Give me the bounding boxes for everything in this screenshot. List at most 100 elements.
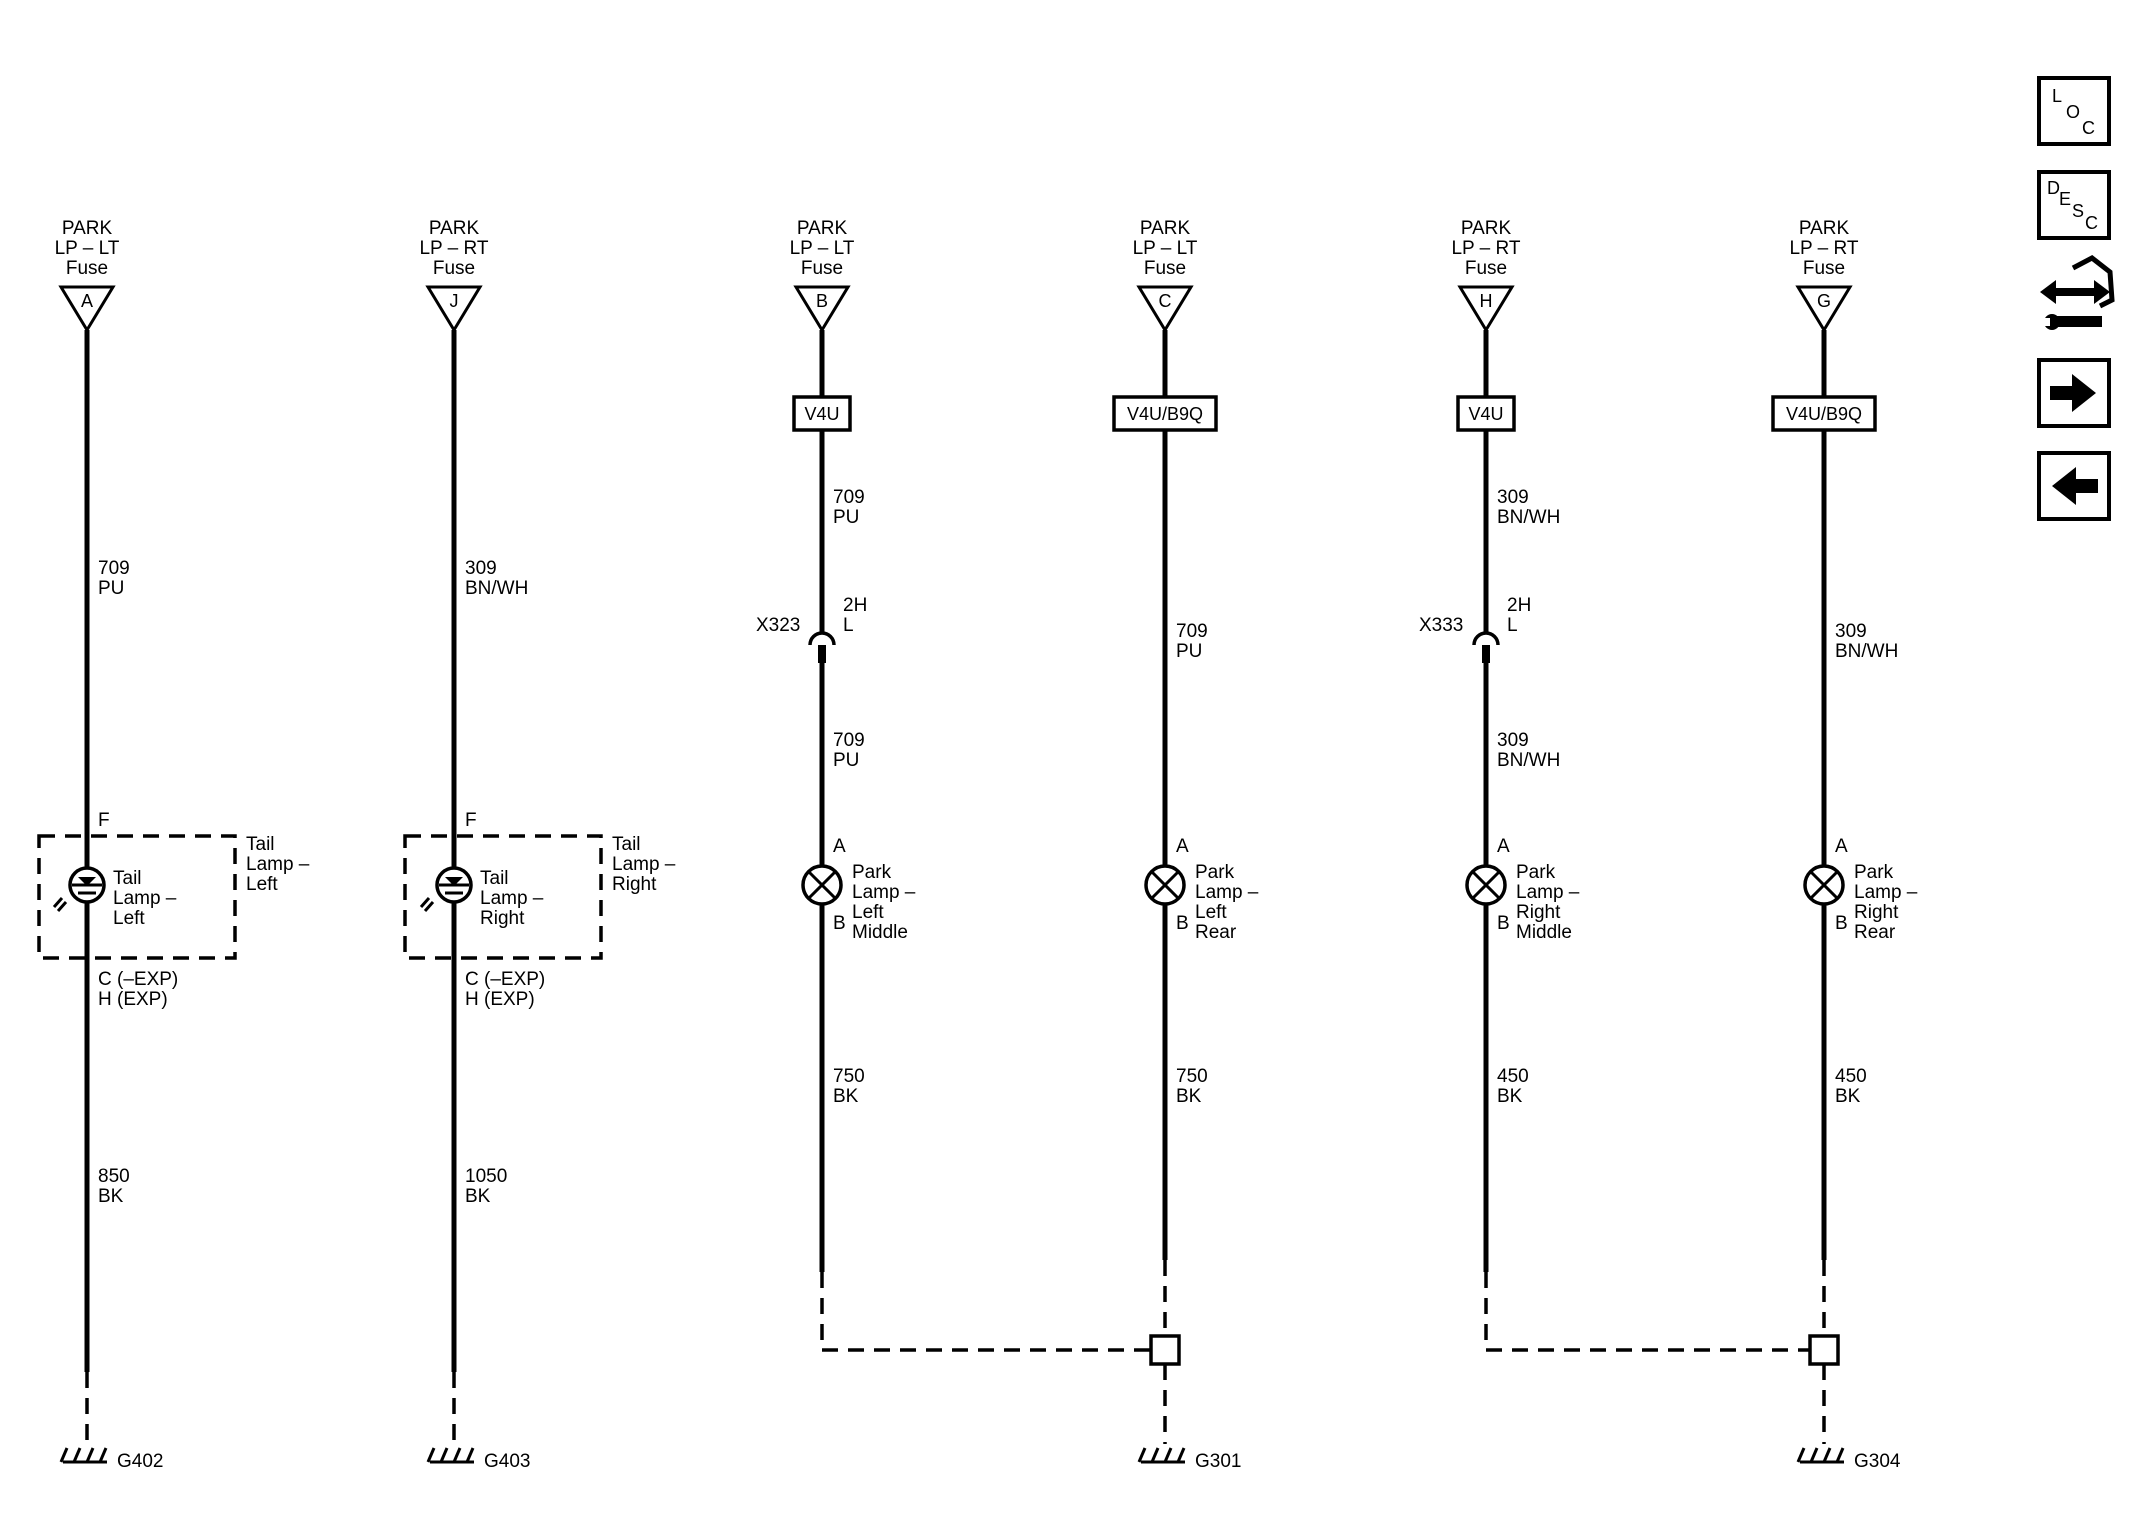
ground-icon: [426, 1447, 475, 1464]
component-name-label: Lamp –: [1516, 882, 1580, 903]
fuse-lp-label: LP – LT: [1133, 238, 1198, 259]
wire-color-label: BN/WH: [465, 578, 528, 599]
wire-color-label: BK: [1497, 1086, 1523, 1107]
fuse-lp-label: LP – LT: [55, 238, 120, 259]
pin-label: A: [1835, 836, 1848, 857]
fuse-header-col1: PARK LP – LT Fuse A: [55, 218, 120, 333]
fuse-cavity-letter: A: [81, 291, 93, 311]
component-name-label: Middle: [852, 922, 908, 943]
option-code-box: [1771, 395, 1877, 432]
ground-icon: [1796, 1447, 1845, 1464]
component-name-label: Rear: [1854, 922, 1896, 943]
wire-gauge-label: 850: [98, 1166, 130, 1187]
fuse-terminal-triangle: [1457, 285, 1515, 333]
fuse-word-label: Fuse: [1803, 258, 1845, 279]
fuse-park-label: PARK: [797, 218, 848, 239]
wire-color-label: PU: [98, 578, 124, 599]
wire-color-label: BN/WH: [1835, 641, 1898, 662]
connector-pin-label: 2H: [843, 595, 867, 616]
ground-label: G301: [1195, 1451, 1241, 1472]
wire-gauge-label: 450: [1497, 1066, 1529, 1087]
fuse-cavity-letter: J: [450, 291, 459, 311]
fuse-word-label: Fuse: [801, 258, 843, 279]
harness-tool-icon[interactable]: [2040, 255, 2115, 330]
lamp-bulb-icon: [1465, 864, 1507, 906]
fuse-terminal-triangle: [1136, 285, 1194, 333]
fuse-lp-label: LP – RT: [1789, 238, 1858, 259]
component-name-label: Lamp –: [246, 854, 310, 875]
tail-lamp-left-circuit: 709 PU F Tail Lamp – Left Tail Lamp – Le…: [37, 330, 310, 1472]
component-inner-label: Lamp –: [480, 888, 544, 909]
fuse-header-col3: PARK LP – LT Fuse B: [790, 218, 855, 333]
pin-label: H (EXP): [98, 989, 168, 1010]
component-name-label: Right: [1516, 902, 1561, 923]
park-lamp-right-rear-circuit: V4U/B9Q 309 BN/WH A B Park Lamp – Right …: [1771, 330, 1918, 1472]
wire-gauge-label: 709: [833, 730, 865, 751]
fuse-cavity-letter: C: [1159, 291, 1172, 311]
pin-label: B: [1497, 913, 1510, 934]
component-name-label: Left: [1195, 902, 1227, 923]
inline-connector-icon: [1472, 631, 1500, 663]
component-dashed-box: [403, 834, 603, 960]
fuse-cavity-letter: G: [1817, 291, 1831, 311]
wire-color-label: PU: [833, 507, 859, 528]
fuse-word-label: Fuse: [433, 258, 475, 279]
desc-button[interactable]: D E S C: [2037, 170, 2111, 240]
park-lamp-left-middle-circuit: V4U 709 PU X323 2H L 709 PU A B Park Lam…: [756, 330, 1150, 1352]
lamp-bulb-icon: [801, 864, 843, 906]
component-inner-label: Lamp –: [113, 888, 177, 909]
fuse-header-col5: PARK LP – RT Fuse H: [1451, 218, 1521, 333]
component-name-label: Park: [852, 862, 892, 883]
component-name-label: Rear: [1195, 922, 1237, 943]
pin-label: C (–EXP): [98, 969, 178, 990]
ground-icon: [59, 1447, 108, 1464]
wire-gauge-label: 309: [465, 558, 497, 579]
ground-label: G304: [1854, 1451, 1901, 1472]
lamp-bulb-icon: [1144, 864, 1186, 906]
component-inner-label: Right: [480, 908, 525, 929]
component-inner-label: Tail: [113, 868, 142, 889]
park-lamp-right-middle-circuit: V4U 309 BN/WH X333 2H L 309 BN/WH A B Pa…: [1419, 330, 1810, 1352]
component-name-label: Right: [1854, 902, 1899, 923]
pin-label: F: [465, 810, 477, 831]
arrow-right-icon[interactable]: [2037, 358, 2111, 428]
fuse-lp-label: LP – LT: [790, 238, 855, 259]
component-dashed-box: [37, 834, 237, 960]
wire-color-label: BN/WH: [1497, 750, 1560, 771]
wire-color-label: BK: [1835, 1086, 1861, 1107]
loc-letter: C: [2082, 118, 2095, 138]
loc-button[interactable]: L O C: [2037, 76, 2111, 146]
wire-gauge-label: 709: [1176, 621, 1208, 642]
fuse-terminal-triangle: [793, 285, 851, 333]
option-code-label: V4U/B9Q: [1786, 404, 1862, 424]
wire-gauge-label: 450: [1835, 1066, 1867, 1087]
option-code-box: [792, 395, 852, 432]
wire-color-label: PU: [1176, 641, 1202, 662]
wire-gauge-label: 750: [833, 1066, 865, 1087]
splice-dashed-wire: [1484, 1272, 1810, 1352]
fuse-terminal-triangle: [58, 285, 116, 333]
fuse-header-col2: PARK LP – RT Fuse J: [419, 218, 489, 333]
park-lamp-left-rear-circuit: V4U/B9Q 709 PU A B Park Lamp – Left Rear…: [1112, 330, 1259, 1472]
wire-color-label: PU: [833, 750, 859, 771]
desc-letter: S: [2072, 201, 2084, 221]
pin-label: A: [1497, 836, 1510, 857]
wire-gauge-label: 309: [1497, 487, 1529, 508]
connector-id-label: X333: [1419, 615, 1463, 636]
arrow-left-icon[interactable]: [2037, 451, 2111, 521]
pin-label: A: [833, 836, 846, 857]
connector-pin-label: 2H: [1507, 595, 1531, 616]
wire-gauge-label: 309: [1497, 730, 1529, 751]
desc-letter: C: [2085, 213, 2098, 233]
wire-gauge-label: 709: [98, 558, 130, 579]
wire-color-label: BN/WH: [1497, 507, 1560, 528]
inline-connector-icon: [808, 631, 836, 663]
wire-color-label: BK: [98, 1186, 124, 1207]
fuse-lp-label: LP – RT: [419, 238, 488, 259]
component-name-label: Left: [852, 902, 884, 923]
component-name-label: Right: [612, 874, 657, 895]
component-name-label: Left: [246, 874, 278, 895]
splice-dashed-wire: [820, 1272, 1150, 1352]
pin-label: B: [833, 913, 846, 934]
